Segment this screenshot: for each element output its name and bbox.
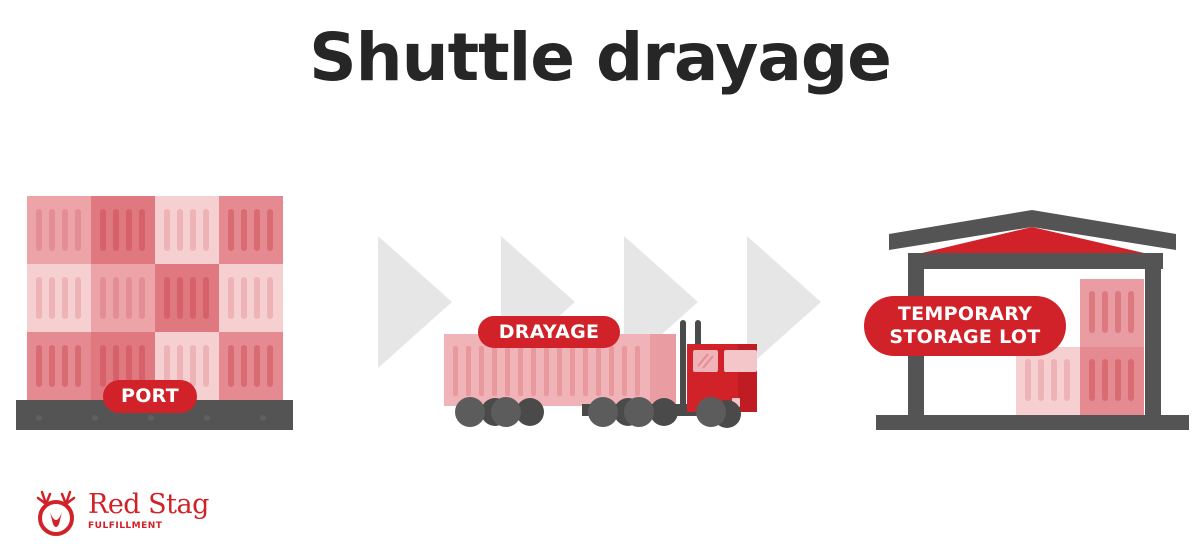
stage-label-line1: TEMPORARY [897,303,1033,325]
red-stag-logo-icon [36,490,76,536]
stage-label-drayage: DRAYAGE [478,316,620,348]
brand-logo: Red Stag FULFILLMENT [36,488,216,540]
logo-subtitle: FULFILLMENT [88,521,163,531]
storage-lot-shed-icon [876,210,1189,430]
stage-label-port: PORT [103,380,197,413]
logo-name: Red Stag [88,489,209,520]
stage-label-temporary-storage-lot: TEMPORARY STORAGE LOT [864,296,1066,356]
page-title: Shuttle drayage [309,19,892,96]
stage-label-line2: STORAGE LOT [889,326,1041,348]
